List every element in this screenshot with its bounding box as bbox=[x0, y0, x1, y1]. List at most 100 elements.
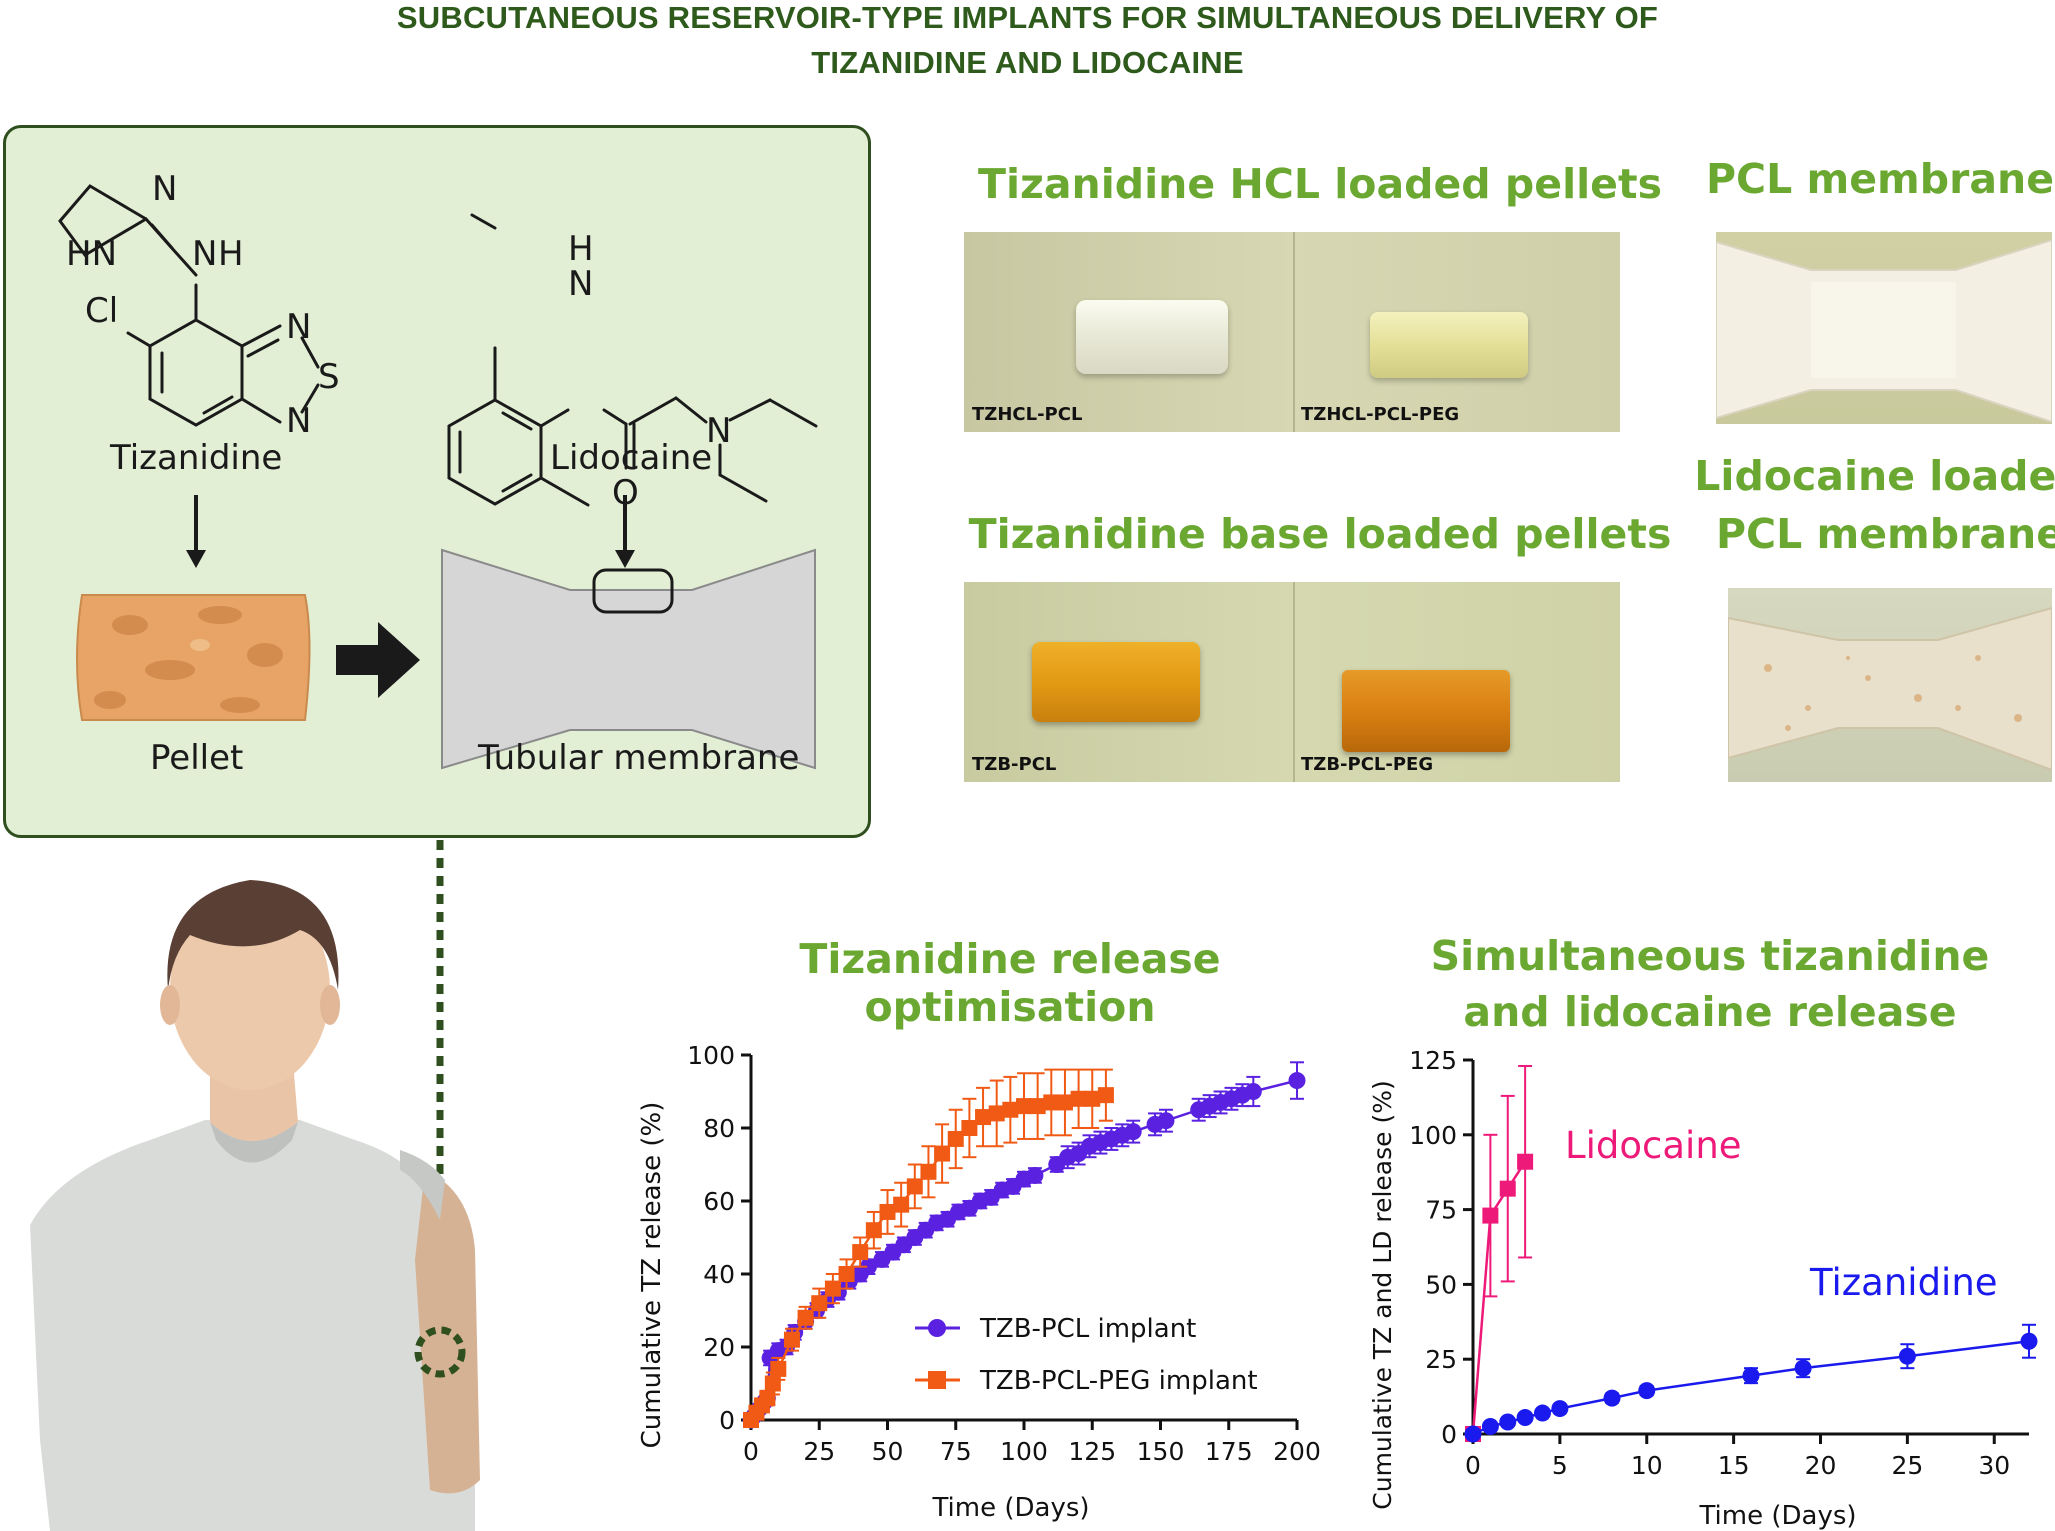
cr-x-tick-label: 15 bbox=[1718, 1451, 1750, 1480]
cl-data-point bbox=[1029, 1098, 1046, 1115]
cl-x-tick-label: 125 bbox=[1068, 1437, 1116, 1466]
atom-h-amine: H bbox=[218, 234, 244, 274]
tizanidine-label: Tizanidine bbox=[110, 438, 283, 478]
right-chart-heading-2: and lidocaine release bbox=[1463, 988, 1957, 1036]
cr-y-tick-label: 25 bbox=[1425, 1345, 1457, 1374]
cl-data-point bbox=[770, 1360, 787, 1377]
cl-data-point bbox=[838, 1266, 855, 1282]
cl-data-point bbox=[824, 1280, 841, 1297]
atom-n-thia1: N bbox=[286, 307, 311, 347]
person-illustration bbox=[30, 840, 480, 1531]
cr-series-line bbox=[1471, 1161, 1527, 1435]
membrane-label: Tubular membrane bbox=[478, 738, 800, 778]
cr-y-tick-label: 100 bbox=[1409, 1121, 1457, 1150]
cr-data-point bbox=[1551, 1400, 1569, 1418]
pellet-label: Pellet bbox=[150, 738, 244, 778]
hcl-pellets-heading: Tizanidine HCL loaded pellets bbox=[977, 160, 1662, 208]
cl-data-point bbox=[1056, 1094, 1073, 1111]
tzhcl-pcl-label: TZHCL-PCL bbox=[972, 404, 1083, 425]
figure-title-line1: SUBCUTANEOUS RESERVOIR-TYPE IMPLANTS FOR… bbox=[396, 0, 1659, 35]
cl-data-point bbox=[988, 1105, 1005, 1122]
cl-x-tick-label: 75 bbox=[940, 1437, 972, 1466]
cl-data-point bbox=[893, 1196, 910, 1213]
cl-data-point bbox=[811, 1295, 828, 1312]
cr-data-point bbox=[1499, 1180, 1516, 1197]
cr-data-point bbox=[1499, 1413, 1517, 1431]
atom-n-amine: N bbox=[192, 234, 217, 274]
right-chart-xlabel: Time (Days) bbox=[1698, 1501, 1856, 1530]
figure-title-line2: TIZANIDINE AND LIDOCAINE bbox=[811, 45, 1244, 80]
lidocaine-substituents bbox=[470, 213, 497, 230]
cl-x-tick-label: 0 bbox=[743, 1437, 759, 1466]
cr-x-tick-label: 25 bbox=[1891, 1451, 1923, 1480]
cl-y-tick-label: 100 bbox=[687, 1041, 735, 1070]
cl-data-point bbox=[1124, 1123, 1142, 1141]
cr-data-point bbox=[1517, 1153, 1534, 1170]
atom-h-amide: H bbox=[568, 229, 594, 269]
legend-tzb-pcl-peg: TZB-PCL-PEG implant bbox=[979, 1366, 1258, 1396]
cl-data-point bbox=[859, 1258, 877, 1276]
cl-data-point bbox=[1288, 1072, 1306, 1090]
cl-data-point bbox=[1043, 1094, 1060, 1111]
atom-n-amide: N bbox=[568, 264, 593, 304]
cl-data-point bbox=[947, 1130, 964, 1147]
cl-data-point bbox=[1070, 1090, 1087, 1107]
cl-x-tick-label: 25 bbox=[803, 1437, 835, 1466]
legend-tzb-pcl: TZB-PCL implant bbox=[979, 1314, 1196, 1344]
cl-data-point bbox=[1097, 1087, 1114, 1104]
atom-s: S bbox=[318, 357, 340, 397]
cr-data-point bbox=[1603, 1389, 1621, 1407]
cl-data-point bbox=[764, 1375, 781, 1392]
lido-membrane-photo bbox=[1728, 588, 2052, 782]
hcl-pellets-photo: TZHCL-PCL TZHCL-PCL-PEG bbox=[964, 232, 1620, 432]
implant-site-icon bbox=[414, 1326, 466, 1378]
cl-data-point bbox=[1026, 1166, 1044, 1184]
tzhcl-pcl-pellet bbox=[1076, 300, 1228, 374]
cl-data-point bbox=[1244, 1083, 1262, 1100]
cr-data-point bbox=[1794, 1359, 1812, 1377]
cr-data-point bbox=[1534, 1404, 1551, 1422]
chemical-structures: N HN N H Cl N S N H N O N bbox=[58, 169, 818, 513]
cl-data-point bbox=[783, 1331, 800, 1348]
membrane-loading-window bbox=[592, 568, 674, 614]
atom-hn: HN bbox=[66, 234, 117, 274]
cr-x-tick-label: 10 bbox=[1631, 1451, 1663, 1480]
cl-x-tick-label: 200 bbox=[1273, 1437, 1321, 1466]
lidocaine-label: Lidocaine bbox=[550, 438, 713, 478]
cr-x-tick-label: 30 bbox=[1978, 1451, 2010, 1480]
lidocaine-series-label: Lidocaine bbox=[1565, 1124, 1742, 1167]
cr-y-tick-label: 75 bbox=[1425, 1196, 1457, 1225]
cl-y-tick-label: 60 bbox=[703, 1187, 735, 1216]
cl-x-tick-label: 175 bbox=[1205, 1437, 1253, 1466]
left-chart-legend: TZB-PCL implant TZB-PCL-PEG implant bbox=[915, 1314, 1258, 1396]
base-pellets-photo: TZB-PCL TZB-PCL-PEG bbox=[964, 582, 1620, 782]
schematic-drawing bbox=[76, 495, 816, 770]
imidazoline-ring bbox=[58, 184, 148, 257]
tzhcl-pcl-peg-pellet bbox=[1370, 312, 1528, 378]
cr-y-tick-label: 50 bbox=[1425, 1270, 1457, 1299]
tubular-membrane-graphic bbox=[441, 548, 816, 770]
cl-data-point bbox=[865, 1222, 882, 1239]
cl-data-point bbox=[920, 1163, 937, 1180]
cr-data-point bbox=[1464, 1425, 1482, 1443]
cl-data-point bbox=[975, 1109, 992, 1126]
tzb-pcl-peg-label: TZB-PCL-PEG bbox=[1301, 754, 1434, 775]
cr-x-tick-label: 20 bbox=[1805, 1451, 1837, 1480]
left-chart-ylabel: Cumulative TZ release (%) bbox=[637, 1102, 667, 1449]
cr-x-tick-label: 5 bbox=[1552, 1451, 1568, 1480]
cl-data-point bbox=[1016, 1098, 1032, 1115]
atom-n-thia2: N bbox=[286, 401, 311, 441]
lido-membrane-heading-2: PCL membrane bbox=[1715, 510, 2055, 558]
cr-data-point bbox=[1482, 1207, 1499, 1224]
atom-cl: Cl bbox=[85, 291, 118, 331]
cl-x-tick-label: 50 bbox=[872, 1437, 904, 1466]
cl-data-point bbox=[879, 1203, 896, 1220]
cl-data-point bbox=[1084, 1090, 1101, 1107]
cr-data-point bbox=[1742, 1367, 1760, 1385]
cl-data-point bbox=[934, 1145, 951, 1162]
cl-data-point bbox=[797, 1309, 814, 1326]
cr-x-tick-label: 0 bbox=[1465, 1451, 1481, 1480]
cr-data-point bbox=[1898, 1347, 1916, 1365]
cr-series-1 bbox=[1464, 1323, 2038, 1443]
